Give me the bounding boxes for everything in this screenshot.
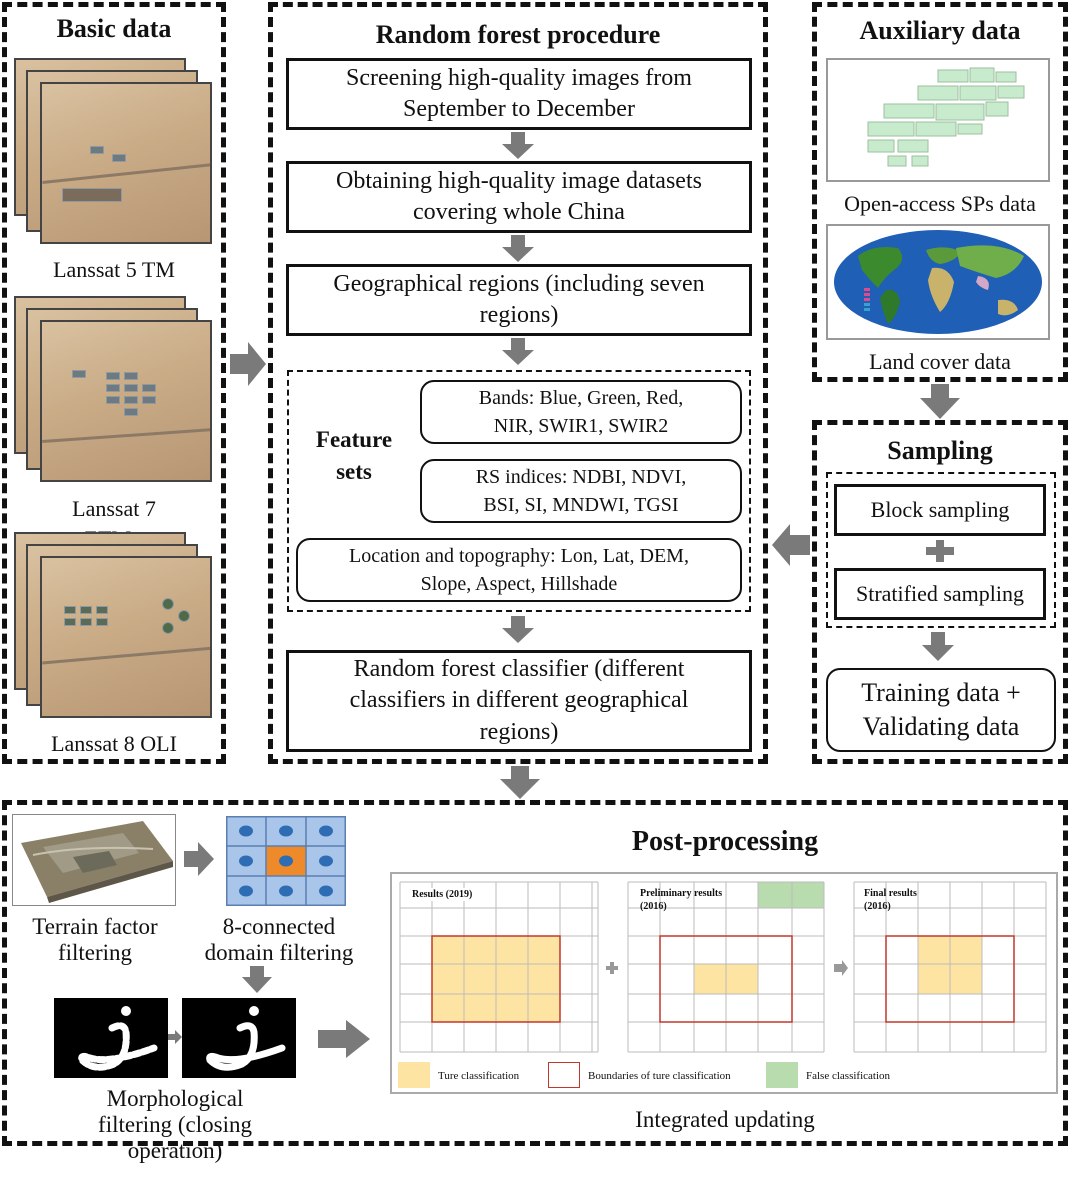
- arrow-down-1-icon: [502, 132, 534, 159]
- rs-indices-box: RS indices: NDBI, NDVI, BSI, SI, MNDWI, …: [420, 459, 742, 523]
- sampling-title: Sampling: [887, 436, 993, 465]
- arrow-down-4-icon: [502, 616, 534, 643]
- classifier-line1: Random forest classifier (different: [353, 656, 685, 683]
- morph-before-image: [54, 998, 168, 1078]
- arrow-down-2-icon: [502, 235, 534, 262]
- datasets-line1: Obtaining high-quality image datasets: [336, 167, 702, 194]
- arrow-down-sampling-icon: [922, 632, 954, 661]
- feature-sets-group: [287, 370, 751, 612]
- stratified-sampling-box: Stratified sampling: [834, 568, 1046, 620]
- arrow-morph-icon: [168, 1030, 182, 1044]
- validating-line: Validating data: [862, 712, 1020, 741]
- land-cover-caption: Land cover data: [869, 349, 1011, 374]
- bands-box: Bands: Blue, Green, Red, NIR, SWIR1, SWI…: [420, 380, 742, 444]
- terrain-image: [12, 814, 176, 906]
- screening-line1: Screening high-quality images from: [346, 64, 692, 91]
- legend-boundary-swatch: [548, 1062, 580, 1088]
- arrow-to-integrated-icon: [318, 1020, 370, 1058]
- sampling-panel: [812, 420, 1068, 764]
- regions-line2: regions): [479, 302, 559, 328]
- legend-false-label: False classification: [806, 1070, 891, 1082]
- panel1-label: Results (2019): [412, 888, 473, 901]
- plus-icon: [926, 540, 954, 562]
- auxiliary-data-panel: [812, 2, 1068, 382]
- legend-true-swatch: [398, 1062, 430, 1088]
- arrow-aux-to-sampling-icon: [920, 384, 960, 419]
- eight-connected-grid: [226, 816, 346, 906]
- auxiliary-data-title: Auxiliary data: [859, 16, 1021, 45]
- landsat8-caption: Lanssat 8 OLI: [51, 731, 177, 756]
- feature-sets-label: Feature sets: [315, 427, 393, 485]
- block-sampling-box: Block sampling: [834, 484, 1046, 536]
- regions-step-box: Geographical regions (including seven re…: [286, 264, 752, 336]
- integrated-updating-figure: Results (2019) Preliminary results (2016…: [390, 872, 1058, 1094]
- rs-indices-line1: RS indices: NDBI, NDVI,: [475, 466, 687, 488]
- eight-connected-caption: 8-connected domain filtering: [204, 914, 354, 966]
- location-line1: Location and topography: Lon, Lat, DEM,: [349, 545, 689, 567]
- land-cover-map-image: [826, 224, 1050, 340]
- sampling-methods-group: [826, 472, 1056, 628]
- location-line2: Slope, Aspect, Hillshade: [420, 573, 618, 595]
- landsat7-caption-line1: Lanssat 7: [72, 496, 156, 521]
- rs-indices-line2: BSI, SI, MNDWI, TGSI: [483, 494, 679, 516]
- landsat5-caption: Lanssat 5 TM: [53, 257, 175, 282]
- datasets-step-box: Obtaining high-quality image datasets co…: [286, 161, 752, 233]
- panel2-label: Preliminary results (2016): [640, 888, 723, 912]
- post-processing-title: Post-processing: [631, 826, 819, 857]
- random-forest-title: Random forest procedure: [375, 20, 661, 49]
- classifier-line2: classifiers in different geographical: [349, 687, 689, 714]
- sps-data-caption: Open-access SPs data: [844, 191, 1036, 216]
- arrow-sampling-to-features-icon: [772, 524, 810, 566]
- screening-step-box: Screening high-quality images from Septe…: [286, 58, 752, 130]
- datasets-line2: covering whole China: [413, 199, 625, 225]
- post-processing-panel: [2, 800, 1068, 1146]
- arrow-rf-to-post-icon: [500, 766, 540, 799]
- sps-map-image: [826, 58, 1050, 182]
- training-validating-box: Training data + Validating data: [826, 668, 1056, 752]
- legend-true-label: Ture classification: [438, 1070, 520, 1082]
- basic-data-panel: [2, 2, 226, 764]
- bands-line1: Bands: Blue, Green, Red,: [478, 387, 684, 409]
- screening-line2: September to December: [403, 96, 635, 122]
- random-forest-panel: [268, 2, 768, 764]
- arrow-down-3-icon: [502, 338, 534, 365]
- location-topography-box: Location and topography: Lon, Lat, DEM, …: [296, 538, 742, 602]
- arrow-terrain-to-conn-icon: [184, 842, 214, 876]
- regions-line1: Geographical regions (including seven: [333, 270, 705, 297]
- integrated-updating-caption: Integrated updating: [635, 1107, 815, 1132]
- terrain-caption: Terrain factor filtering: [32, 914, 158, 966]
- classifier-box: Random forest classifier (different clas…: [286, 650, 752, 752]
- legend-boundary-label: Boundaries of ture classification: [588, 1070, 731, 1082]
- classifier-line3: regions): [479, 718, 559, 745]
- basic-data-title: Basic data: [56, 14, 172, 43]
- training-line: Training data +: [861, 678, 1021, 708]
- morph-after-image: [182, 998, 296, 1078]
- panel3-label: Final results (2016): [864, 888, 917, 912]
- bands-line2: NIR, SWIR1, SWIR2: [493, 415, 669, 437]
- arrow-conn-to-morph-icon: [242, 966, 272, 993]
- legend-false-swatch: [766, 1062, 798, 1088]
- arrow-basic-to-rf-icon: [230, 342, 266, 386]
- morph-caption: Morphological filtering (closing operati…: [98, 1086, 252, 1163]
